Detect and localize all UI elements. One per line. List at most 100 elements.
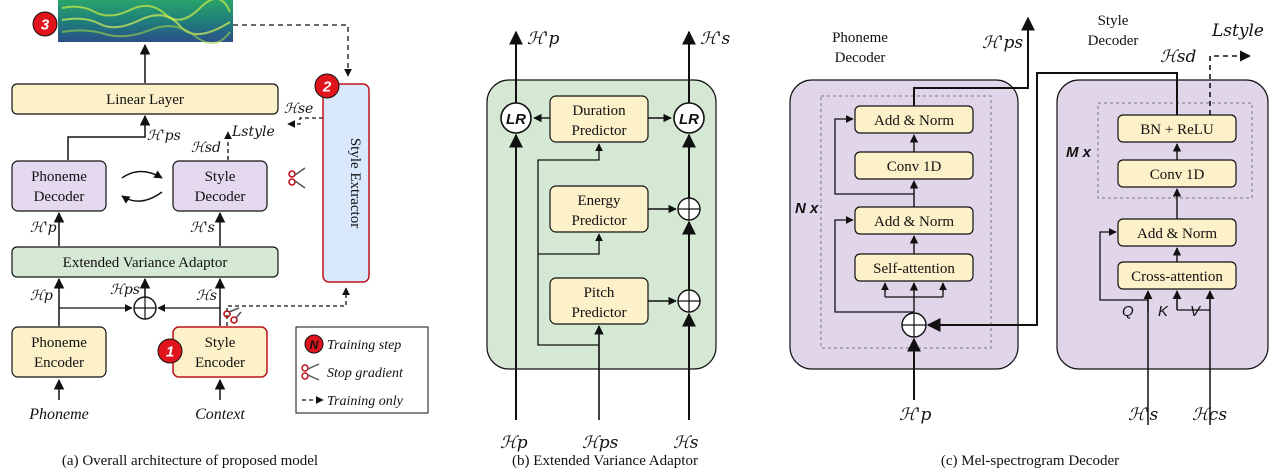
in-s-label: ℋs <box>673 433 699 453</box>
step-1-marker <box>157 338 183 364</box>
style-enc-to-extractor-arrow <box>226 287 350 326</box>
out-ps-label: ℋ'ps <box>982 33 1023 53</box>
add-norm-mid-label: Add & Norm <box>874 214 954 230</box>
duration-predictor-label-1: Duration <box>572 103 626 119</box>
h-s-label-a: ℋs <box>196 288 217 304</box>
style-decoder-label-2: Decoder <box>195 189 246 205</box>
stop-gradient-icon-b <box>223 307 242 324</box>
style-to-phoneme-sum <box>926 72 1178 332</box>
legend-stop-gradient: Stop gradient <box>327 366 404 381</box>
k-label: K <box>1158 303 1169 320</box>
add-norm-top-label: Add & Norm <box>874 113 954 129</box>
l-style-label-a: Lstyle <box>231 124 275 140</box>
style-decoder-title-1: Style <box>1098 13 1129 29</box>
linear-layer-label: Linear Layer <box>106 92 184 108</box>
out-s-label: ℋ's <box>700 29 730 49</box>
phoneme-decoder-label-1: Phoneme <box>31 169 87 185</box>
l-style-label-c: Lstyle <box>1211 21 1264 41</box>
phoneme-decoder-repeat-frame <box>820 95 992 349</box>
lr-right-label: LR <box>679 111 699 128</box>
extractor-to-lstyle-arrow <box>287 117 323 128</box>
style-extractor-box <box>322 83 370 283</box>
h-ps-prime-label-a: ℋ'ps <box>147 128 181 144</box>
conv1d-label-p: Conv 1D <box>887 159 942 175</box>
out-ps-arrow <box>913 16 1035 106</box>
step-3-label: 3 <box>41 17 50 34</box>
lr-node-left <box>500 102 532 134</box>
phoneme-decoder-label-2: Decoder <box>34 189 85 205</box>
style-dec-to-lstyle-c <box>1209 50 1252 115</box>
step-1-label: 1 <box>166 344 174 361</box>
step-3-marker <box>32 11 58 37</box>
h-s-prime-label-a: ℋ's <box>190 220 215 236</box>
step-2-label: 2 <box>322 79 332 96</box>
linear-layer-box <box>11 83 279 115</box>
in-p-label: ℋp <box>500 433 528 453</box>
phoneme-decoder-box <box>11 160 107 212</box>
lr-node-right <box>673 102 705 134</box>
phoneme-dec-to-linear-arrow <box>67 114 151 160</box>
phoneme-decoder-title-2: Decoder <box>835 50 886 66</box>
phoneme-to-style-curve <box>121 170 163 179</box>
v-label: V <box>1190 303 1202 320</box>
caption-c: (c) Mel-spectrogram Decoder <box>941 453 1119 469</box>
panel-c: Phoneme Decoder N x Add & Norm Conv 1D A… <box>789 13 1269 469</box>
extended-variance-adaptor-box <box>11 246 279 278</box>
style-decoder-repeat-frame <box>1097 102 1253 199</box>
phoneme-encoder-label-2: Encoder <box>34 355 84 371</box>
extended-variance-adaptor-label: Extended Variance Adaptor <box>63 255 228 271</box>
duration-predictor-box <box>549 95 649 143</box>
legend-badge <box>304 334 324 354</box>
style-decoder-box <box>172 160 268 212</box>
in-p-label-c: ℋ'p <box>899 405 931 425</box>
mel-spectrogram-image <box>58 0 233 44</box>
conv1d-label-s: Conv 1D <box>1150 167 1205 183</box>
bn-relu-label: BN + ReLU <box>1140 122 1214 138</box>
caption-b: (b) Extended Variance Adaptor <box>512 453 698 469</box>
legend-scissors-icon <box>301 363 320 381</box>
legend-training-only: Training only <box>327 394 404 409</box>
duration-predictor-label-2: Predictor <box>572 123 627 139</box>
step-2-marker <box>314 73 340 99</box>
spectrogram-to-extractor-arrow <box>233 24 352 77</box>
h-se-label: ℋse <box>284 101 313 117</box>
energy-predictor-label-1: Energy <box>577 193 621 209</box>
panel-b: ℋ'p ℋ's LR LR Duration Predictor Energy … <box>486 29 730 469</box>
stop-gradient-icon-a <box>288 167 306 189</box>
input-context-label: Context <box>195 406 245 423</box>
style-extractor-label: Style Extractor <box>347 138 363 228</box>
pitch-predictor-label-2: Predictor <box>572 305 627 321</box>
style-encoder-label-2: Encoder <box>195 355 245 371</box>
phoneme-decoder-title-1: Phoneme <box>832 30 888 46</box>
input-phoneme-label: Phoneme <box>28 406 89 423</box>
legend-training-step: Training step <box>327 338 401 353</box>
h-p-label-a: ℋp <box>30 288 53 304</box>
in-s-label-c: ℋ's <box>1128 405 1158 425</box>
style-decoder-title-2: Decoder <box>1088 33 1139 49</box>
residual-top <box>834 115 914 195</box>
phoneme-encoder-box <box>11 326 107 378</box>
residual-bottom <box>834 216 914 313</box>
phoneme-encoder-label-1: Phoneme <box>31 335 87 351</box>
in-cs-label-c: ℋcs <box>1192 405 1227 425</box>
in-ps-label: ℋps <box>582 433 619 453</box>
panel-a: 3 Linear Layer ℋ'ps ℋsd Lstyle ℋse Phone… <box>11 0 429 469</box>
lr-left-label: LR <box>506 111 526 128</box>
n-repeat-label: N x <box>795 200 819 217</box>
caption-a: (a) Overall architecture of proposed mod… <box>62 453 318 469</box>
ps-to-duration <box>537 143 603 346</box>
m-repeat-label: M x <box>1066 144 1092 161</box>
h-sd-label-a: ℋsd <box>191 140 221 156</box>
out-sd-label: ℋsd <box>1160 47 1197 67</box>
out-p-label: ℋ'p <box>527 29 559 49</box>
h-p-prime-label-a: ℋ'p <box>30 220 57 236</box>
energy-predictor-label-2: Predictor <box>572 213 627 229</box>
cross-attention-label: Cross-attention <box>1131 269 1223 285</box>
ps-to-energy <box>538 233 603 255</box>
h-ps-label-a: ℋps <box>110 282 140 298</box>
add-norm-s-label: Add & Norm <box>1137 226 1217 242</box>
style-encoder-label-1: Style <box>205 335 236 351</box>
self-attention-label: Self-attention <box>873 261 955 277</box>
style-to-phoneme-curve <box>121 191 163 204</box>
